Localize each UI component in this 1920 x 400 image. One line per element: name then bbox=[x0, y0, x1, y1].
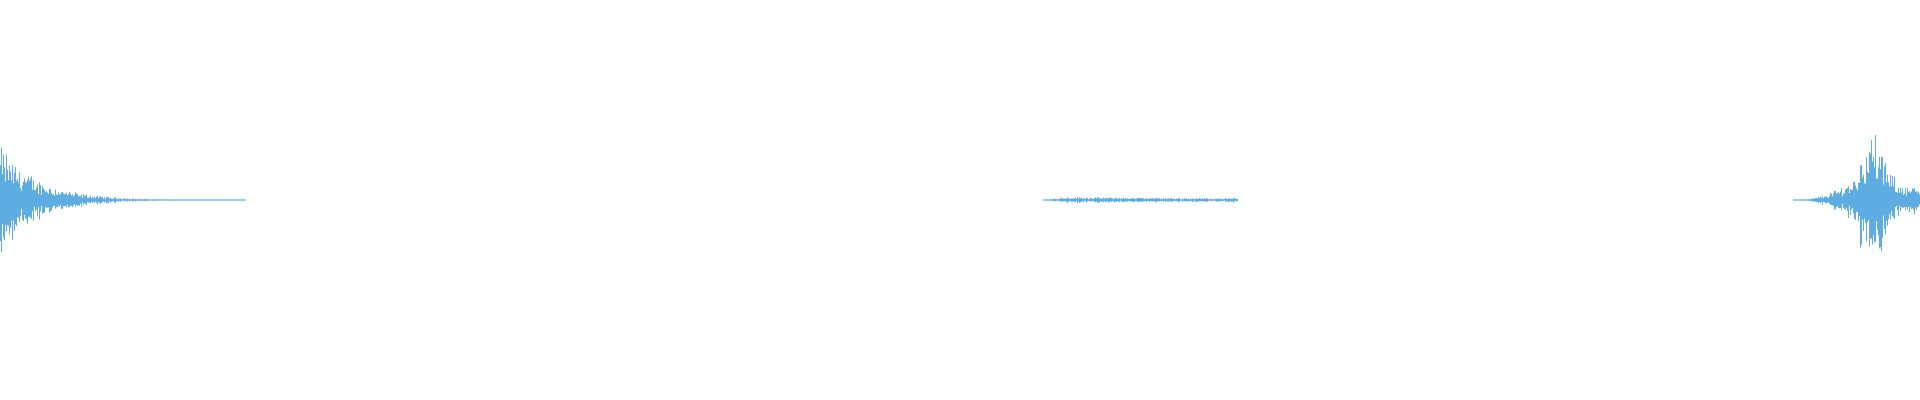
waveform-segment-burst-1 bbox=[0, 147, 246, 253]
waveform-segment-burst-2 bbox=[1043, 197, 1238, 204]
waveform-samples bbox=[0, 135, 1920, 253]
waveform-segment-burst-3 bbox=[1793, 135, 1920, 252]
